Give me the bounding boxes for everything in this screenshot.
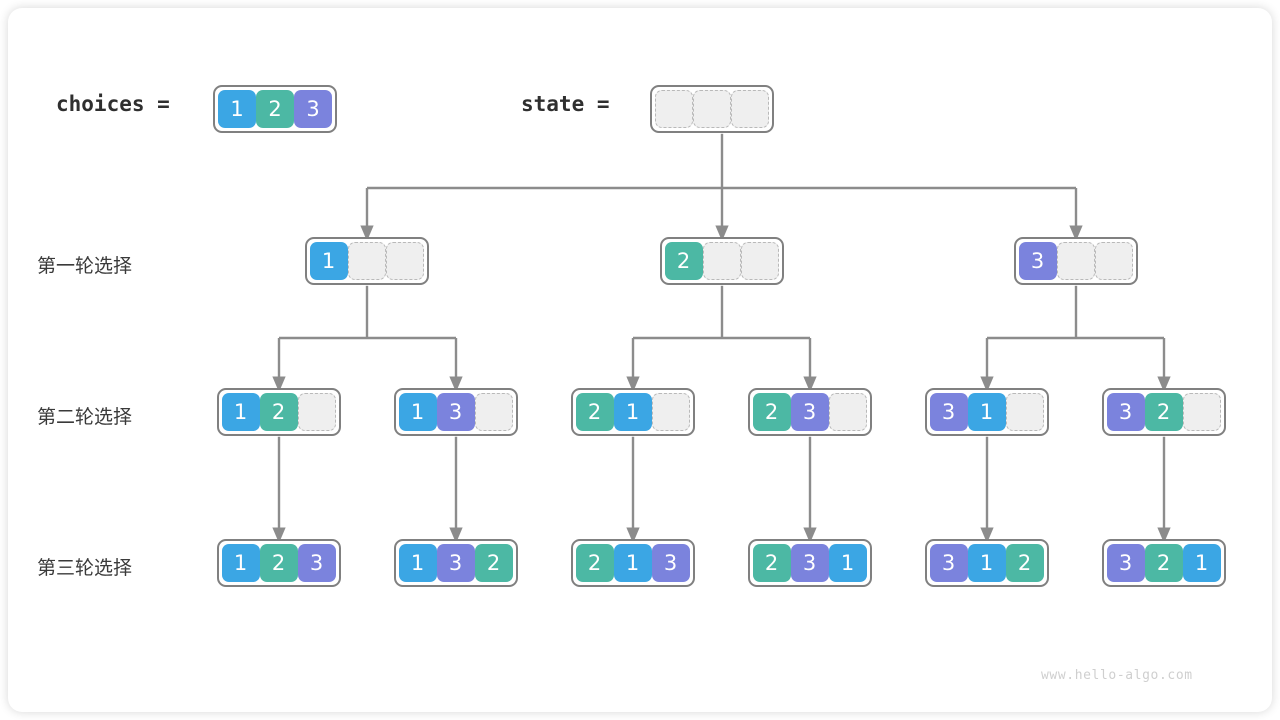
r1-n1-cell-1	[347, 242, 386, 280]
r3-n4-cell-0: 2	[752, 544, 791, 582]
r1-n3-cell-0: 3	[1018, 242, 1057, 280]
r1-n3-cell-1	[1056, 242, 1095, 280]
r2-n3-cell-0: 2	[575, 393, 614, 431]
r3-n6-cell-2: 1	[1182, 544, 1221, 582]
r2-n3-cell-1: 1	[613, 393, 652, 431]
choices-cell-2: 3	[294, 90, 332, 128]
r1-n1-cell-0: 1	[309, 242, 348, 280]
r3-n1-cell-0: 1	[221, 544, 260, 582]
row-label-round-3: 第三轮选择	[37, 557, 133, 579]
r3-n4-cell-1: 3	[790, 544, 829, 582]
r2-n1-cell-0: 1	[221, 393, 260, 431]
r2-n2-cell-2	[474, 393, 513, 431]
node-round-1-3: 3	[1013, 237, 1138, 285]
row-label-round-1: 第一轮选择	[37, 255, 133, 277]
r3-n6-cell-1: 2	[1144, 544, 1183, 582]
choices-cell-1: 2	[256, 90, 294, 128]
choices-cell-0: 1	[218, 90, 256, 128]
r3-n5-cell-1: 1	[967, 544, 1006, 582]
r2-n5-cell-0: 3	[929, 393, 968, 431]
r2-n4-cell-1: 3	[790, 393, 829, 431]
r3-n2-cell-2: 2	[474, 544, 513, 582]
watermark: www.hello-algo.com	[1041, 668, 1193, 683]
node-round-1-2: 2	[659, 237, 784, 285]
r2-n4-cell-0: 2	[752, 393, 791, 431]
r2-n2-cell-1: 3	[436, 393, 475, 431]
r2-n6-cell-0: 3	[1106, 393, 1145, 431]
r3-n3-cell-1: 1	[613, 544, 652, 582]
r3-n4-cell-2: 1	[828, 544, 867, 582]
r2-n2-cell-0: 1	[398, 393, 437, 431]
r1-n2-cell-2	[740, 242, 779, 280]
r3-n3-cell-0: 2	[575, 544, 614, 582]
state-array	[650, 85, 774, 133]
r3-n5-cell-2: 2	[1005, 544, 1044, 582]
r2-n4-cell-2	[828, 393, 867, 431]
row-label-round-2: 第二轮选择	[37, 406, 133, 428]
r3-n2-cell-1: 3	[436, 544, 475, 582]
r3-n3-cell-2: 3	[651, 544, 690, 582]
r2-n6-cell-1: 2	[1144, 393, 1183, 431]
state-cell-2	[731, 90, 769, 128]
r1-n2-cell-1	[702, 242, 741, 280]
state-cell-0	[655, 90, 693, 128]
r3-n5-cell-0: 3	[929, 544, 968, 582]
choices-label: choices =	[56, 92, 170, 116]
r1-n3-cell-2	[1094, 242, 1133, 280]
r3-n1-cell-2: 3	[297, 544, 336, 582]
r2-n1-cell-1: 2	[259, 393, 298, 431]
r3-n1-cell-1: 2	[259, 544, 298, 582]
r1-n1-cell-2	[385, 242, 424, 280]
node-round-1-1: 1	[304, 237, 429, 285]
r3-n6-cell-0: 3	[1106, 544, 1145, 582]
r2-n3-cell-2	[651, 393, 690, 431]
r2-n5-cell-1: 1	[967, 393, 1006, 431]
state-cell-1	[693, 90, 731, 128]
r2-n6-cell-2	[1182, 393, 1221, 431]
r2-n5-cell-2	[1005, 393, 1044, 431]
r1-n2-cell-0: 2	[664, 242, 703, 280]
state-label: state =	[521, 92, 610, 116]
r2-n1-cell-2	[297, 393, 336, 431]
r3-n2-cell-0: 1	[398, 544, 437, 582]
